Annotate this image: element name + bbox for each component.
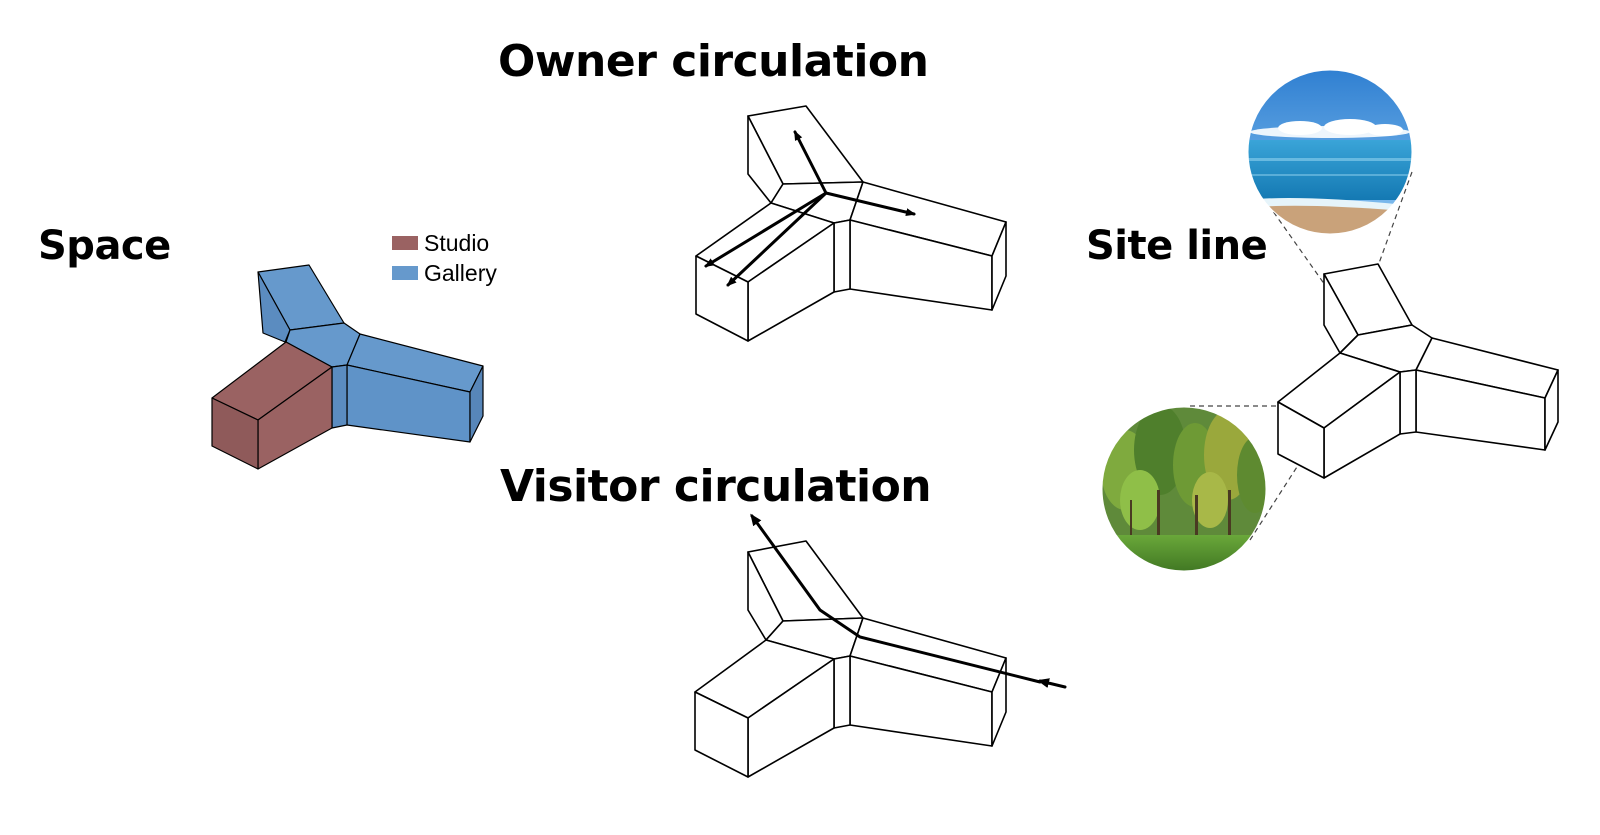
sea-view-photo [1248,70,1412,234]
legend-label-gallery: Gallery [424,259,497,286]
visitor-sw-end [694,691,749,778]
forest-view-photo [1102,407,1266,571]
gallery-north-side [257,271,291,343]
owner-circulation-title: Owner circulation [498,36,929,87]
site-east-end [1544,369,1559,451]
legend-item-gallery: Gallery [392,258,497,288]
visitor-entry-arrow [1037,678,1067,689]
sight-line-sea-right [1377,171,1413,267]
visitor-path-line [750,513,1042,684]
site-line-title: Site line [1086,223,1268,269]
space-legend: Studio Gallery [392,228,497,288]
site-sw-end [1277,401,1325,479]
visitor-circulation-title: Visitor circulation [500,461,932,512]
space-title: Space [38,223,171,269]
owner-arrow-sw-b [726,191,828,287]
visitor-east-end [991,657,1007,747]
legend-item-studio: Studio [392,228,497,258]
site-hub-front [1399,369,1417,435]
studio-swatch [392,236,418,250]
gallery-swatch [392,266,418,280]
owner-east-end [991,221,1007,311]
studio-end [211,397,259,470]
owner-arrow-sw-a [704,191,828,268]
legend-label-studio: Studio [424,229,490,256]
owner-arrow-north [793,130,828,195]
gallery-east-end [469,365,484,443]
owner-arrow-east [824,191,916,217]
